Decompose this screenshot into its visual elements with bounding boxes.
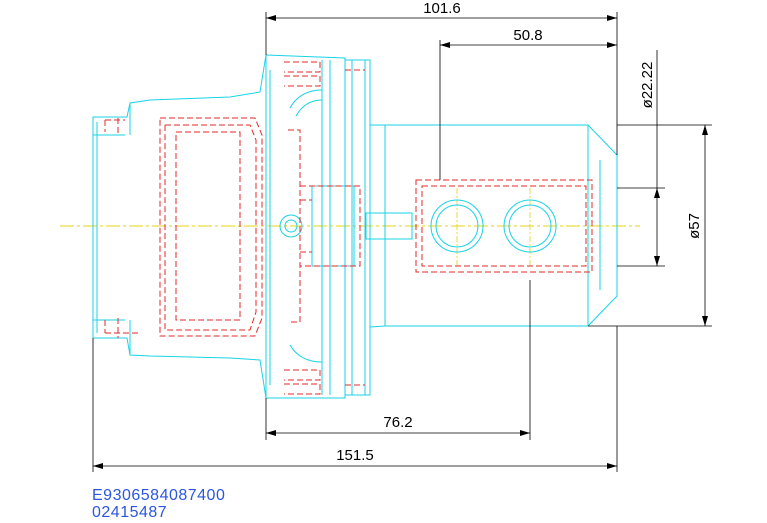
dim-overall-top: 101.6 (423, 0, 461, 17)
dim-bottom-inner: 76.2 (383, 414, 412, 431)
hidden-lines (104, 61, 593, 395)
dim-bore-diameter: ø22.22 (639, 62, 656, 109)
dim-inner-top: 50.8 (513, 27, 542, 44)
dim-bottom-overall: 151.5 (336, 447, 374, 464)
part-number: 02415487 (92, 504, 168, 521)
part-code: E9306584087400 (92, 487, 226, 504)
dim-body-diameter: ø57 (686, 213, 703, 239)
dimension-lines (92, 12, 712, 472)
part-outline (92, 54, 618, 399)
